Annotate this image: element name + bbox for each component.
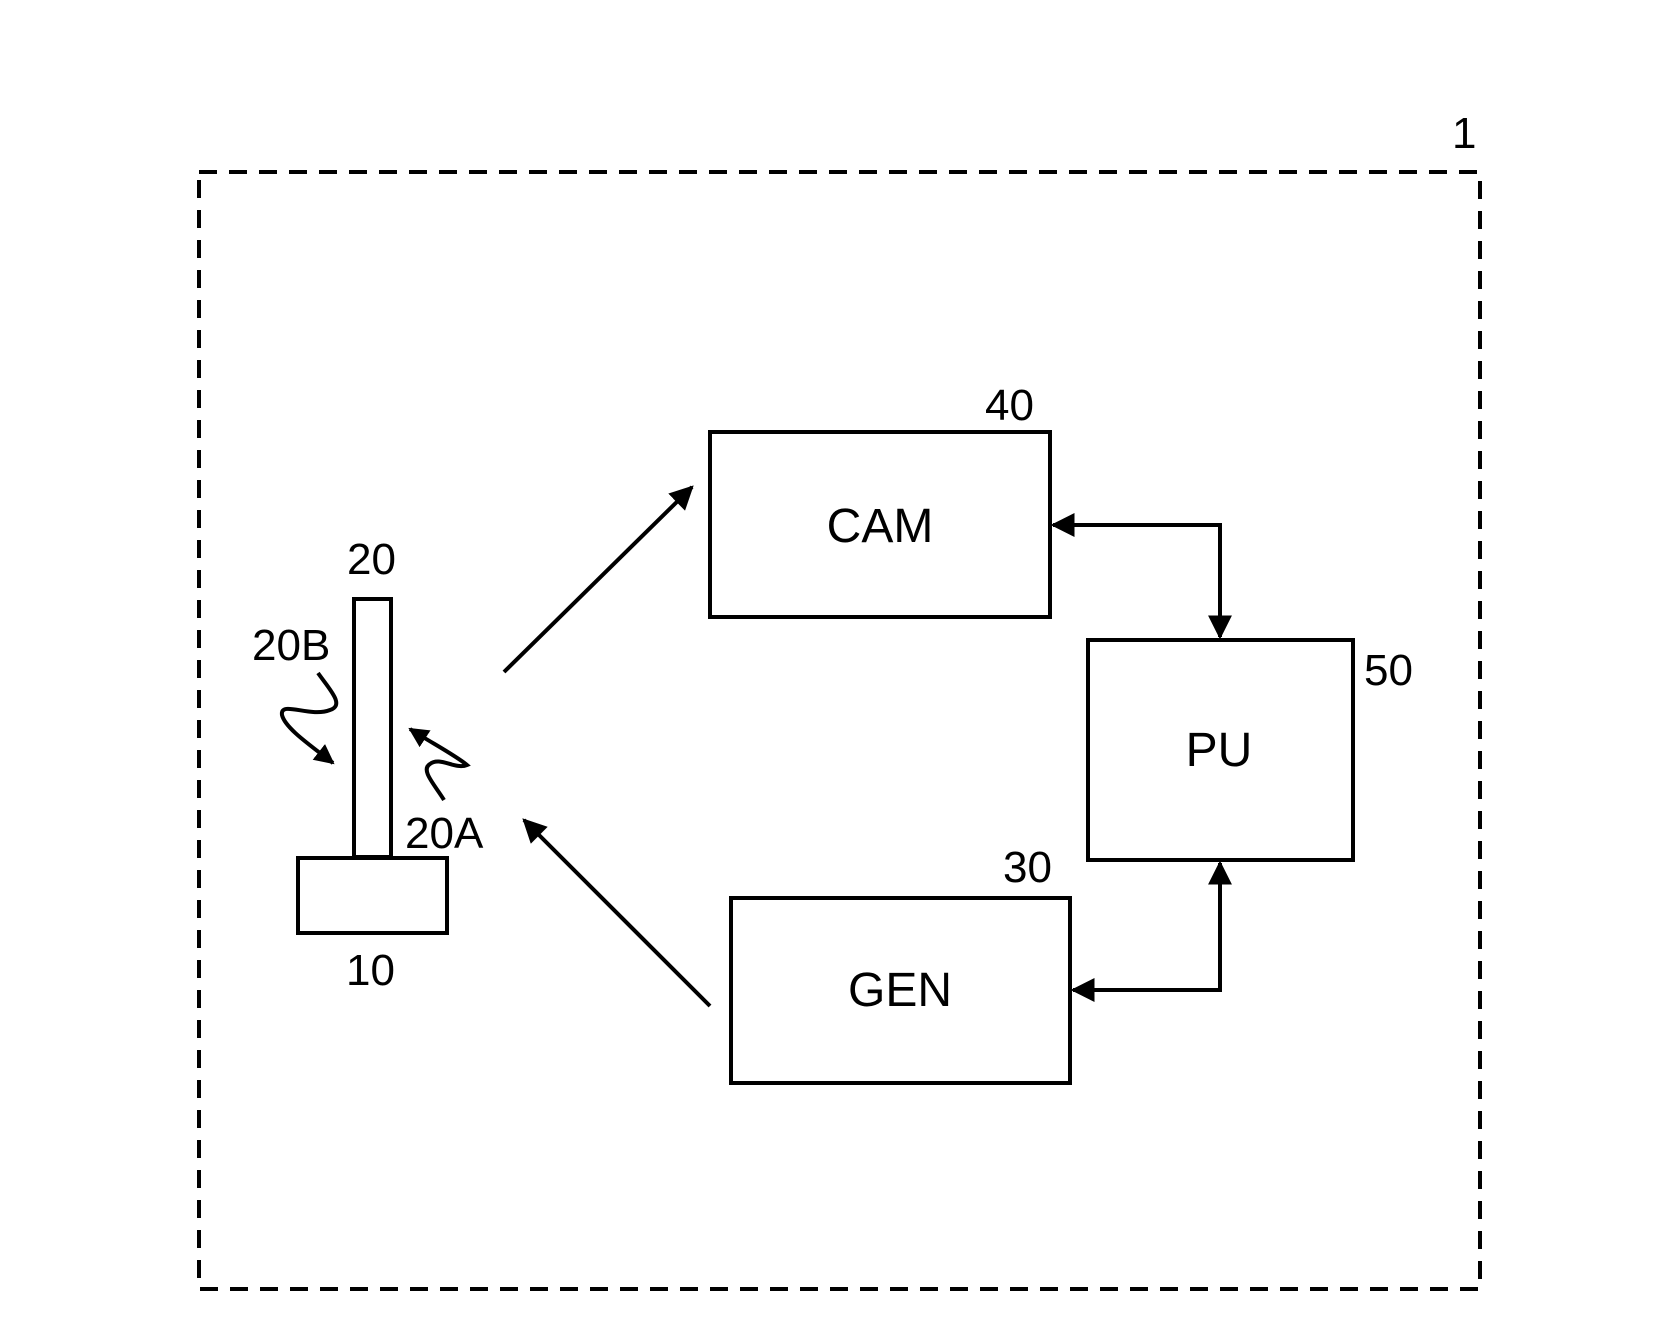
base-ref-label: 10 [346, 946, 395, 995]
system-boundary [197, 170, 1482, 1291]
pu-ref-label: 50 [1364, 646, 1413, 695]
emitted-wave-arrow [408, 727, 471, 802]
gen-to-sample-arrow [522, 818, 712, 1008]
incident-wave-ref-label: 20B [252, 621, 330, 670]
gen-block: GEN [729, 896, 1072, 1085]
cam-block: CAM [708, 430, 1052, 619]
system-ref-label: 1 [1452, 109, 1476, 158]
gen-ref-label: 30 [1003, 843, 1052, 892]
pu-gen-connector [1070, 860, 1232, 1002]
sample-rod [352, 597, 393, 859]
sample-ref-label: 20 [347, 535, 396, 584]
base-block [296, 856, 449, 935]
pu-block-text: PU [1186, 724, 1253, 777]
gen-block-text: GEN [848, 964, 952, 1017]
pu-block: PU [1086, 638, 1355, 862]
emitted-wave-ref-label: 20A [405, 809, 484, 858]
sample-to-cam-arrow [502, 485, 694, 674]
cam-pu-connector [1050, 513, 1232, 640]
cam-block-text: CAM [827, 500, 934, 553]
incident-wave-arrow [280, 671, 339, 765]
cam-ref-label: 40 [985, 381, 1034, 430]
